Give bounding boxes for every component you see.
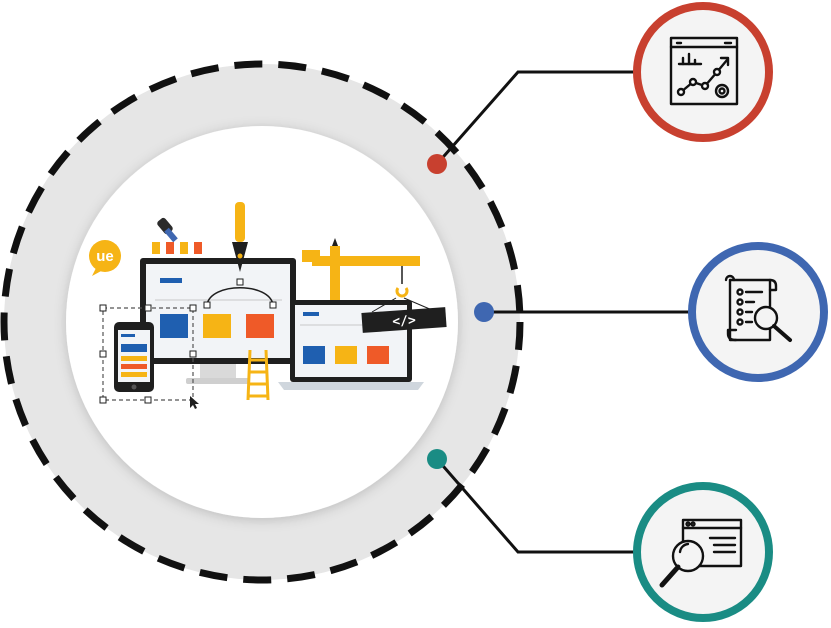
connector-dot-teal <box>427 449 447 469</box>
crane-icon <box>302 238 420 302</box>
connector-dot-blue <box>474 302 494 322</box>
connector-dot-red <box>427 154 447 174</box>
logo-text: ue <box>96 248 114 265</box>
connector-line-bottom <box>435 458 636 554</box>
analytics-chart-icon <box>669 36 739 106</box>
feature-document-search[interactable] <box>688 242 828 382</box>
desktop-monitor <box>140 258 296 384</box>
feature-web-search[interactable] <box>633 482 773 622</box>
pen-tool-icon <box>232 202 248 272</box>
logo-badge: ue <box>89 240 121 276</box>
selection-box <box>99 304 199 409</box>
connector-line-top <box>435 70 636 165</box>
mobile-phone <box>114 322 154 392</box>
ladder-icon <box>246 349 270 401</box>
code-tag-banner: </> <box>361 297 447 333</box>
feature-analytics[interactable] <box>633 2 773 142</box>
web-search-icon <box>659 518 743 588</box>
color-dropper-icon <box>157 217 178 243</box>
web-design-illustration: ue <box>89 202 447 409</box>
code-tag-text: </> <box>392 313 417 330</box>
document-search-icon <box>724 274 792 342</box>
